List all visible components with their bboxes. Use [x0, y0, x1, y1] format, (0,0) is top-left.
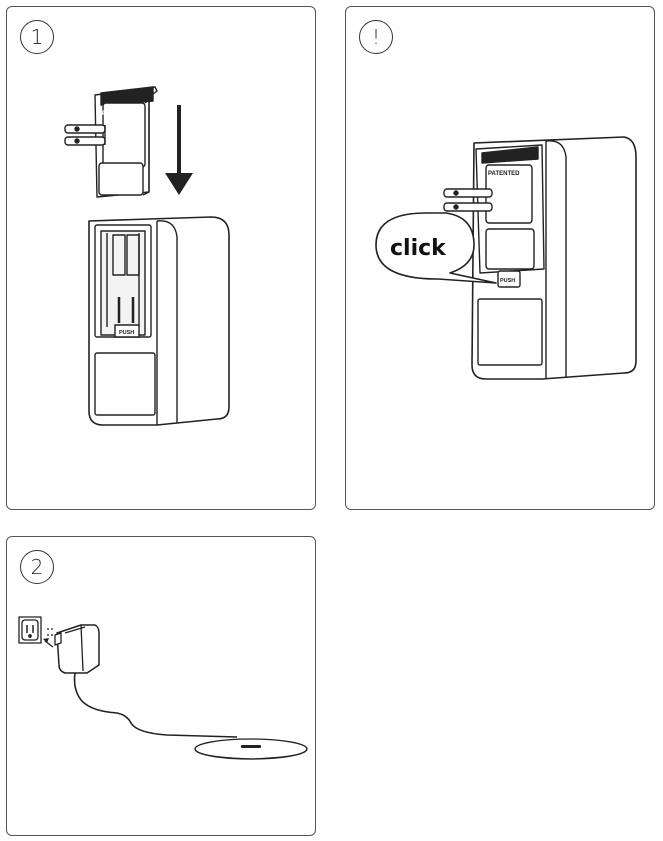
plug-label: PATENTED: [102, 111, 134, 117]
caution-badge: !: [359, 20, 393, 54]
insert-plug-illustration: PATENTED PUSH: [64, 86, 230, 426]
power-adapter-icon: [54, 624, 100, 674]
push-button-label: PUSH: [500, 278, 515, 284]
step-number-badge: 2: [20, 550, 54, 584]
step-number-badge: 1: [20, 20, 54, 54]
step-1-panel: 1: [6, 6, 316, 510]
charger-body: [88, 216, 230, 426]
speech-bubble-icon: [375, 212, 497, 284]
step-2-panel: 2: [6, 536, 316, 836]
charging-pad-icon: [194, 738, 308, 760]
plug-piece: [64, 86, 158, 198]
wall-outlet-icon: [18, 616, 42, 644]
plug-clicked-illustration: PATENTED PUSH click: [375, 136, 637, 380]
click-callout-text: click: [390, 236, 447, 261]
connect-power-illustration: [18, 616, 308, 760]
caution-panel: ! PATENTED PUSH cli: [345, 6, 655, 510]
arrow-down-icon: [165, 105, 193, 195]
plug-label: PATENTED: [488, 171, 520, 177]
push-button-label: PUSH: [119, 330, 134, 336]
